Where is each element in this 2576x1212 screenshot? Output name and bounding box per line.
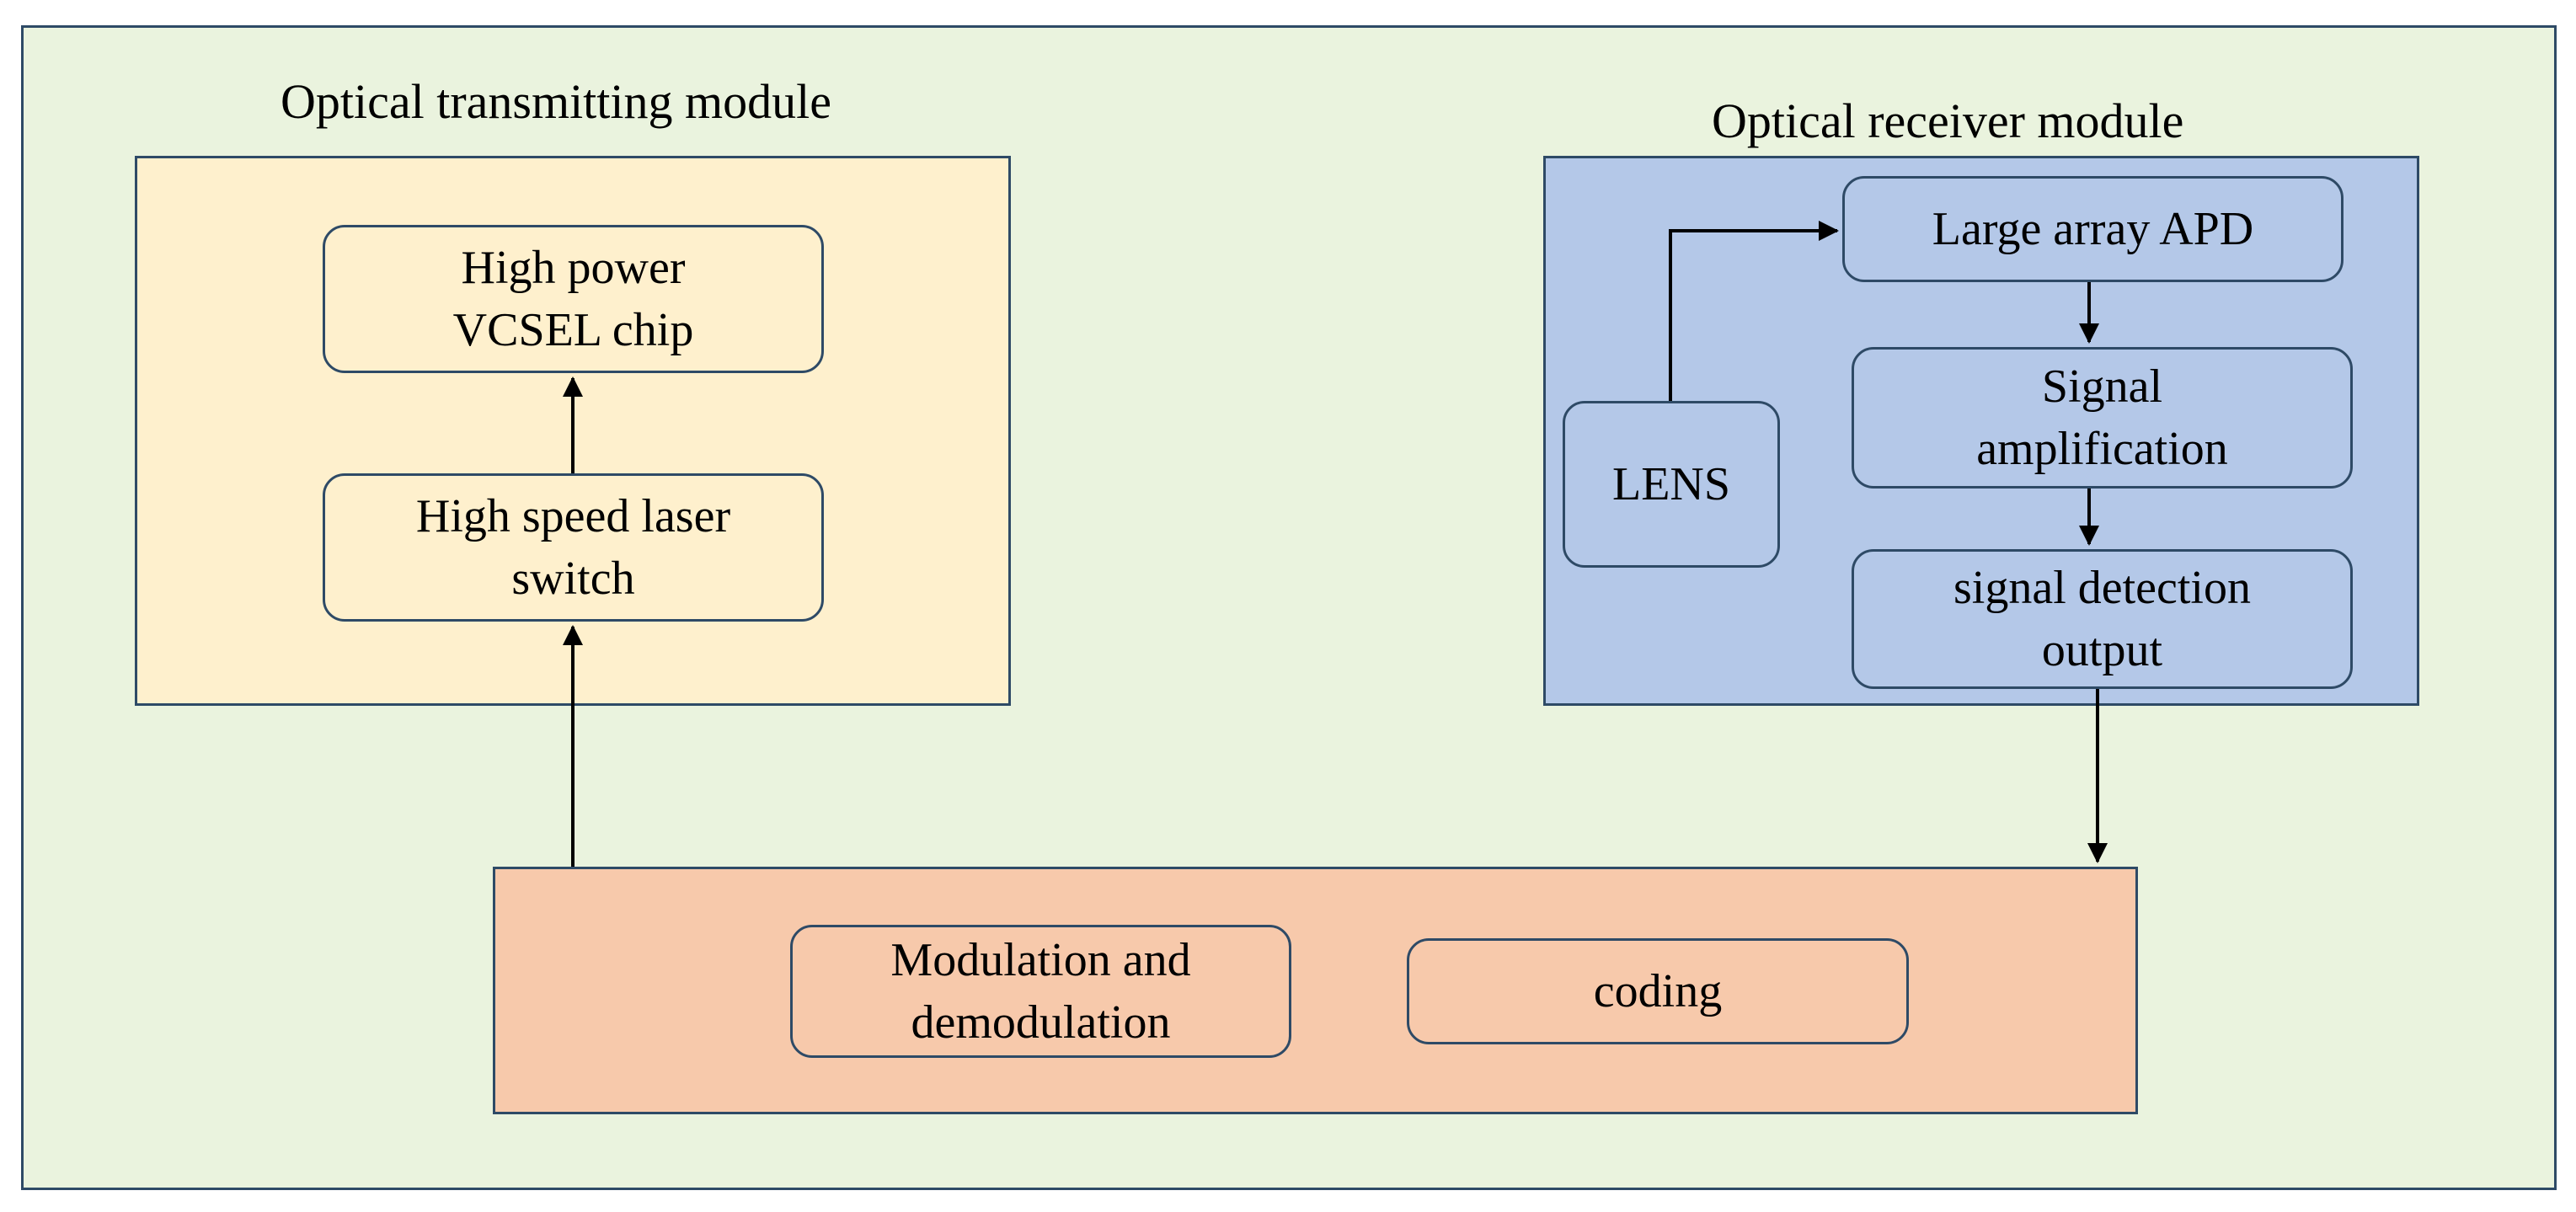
transmitter-title: Optical transmitting module [281, 74, 832, 129]
vcsel-chip-line-2: VCSEL chip [452, 304, 694, 356]
apd-label: Large array APD [1932, 203, 2254, 255]
laser-switch-line-1: High speed laser [415, 490, 731, 542]
receiver-title: Optical receiver module [1712, 93, 2184, 148]
lens-label: LENS [1612, 458, 1730, 510]
signal-amplification-line-2: amplification [1976, 423, 2228, 475]
vcsel-chip-line-1: High power [461, 242, 686, 294]
laser-switch-line-2: switch [511, 553, 635, 605]
lens-block: LENS [1563, 401, 1780, 568]
apd-block: Large array APD [1842, 176, 2344, 282]
modulation-line-2: demodulation [911, 996, 1171, 1049]
signal-amplification-block: Signal amplification [1852, 347, 2353, 489]
vcsel-chip-block: High power VCSEL chip [323, 225, 824, 373]
modulation-line-1: Modulation and [890, 934, 1191, 986]
signal-detection-block: signal detection output [1852, 549, 2353, 689]
laser-switch-block: High speed laser switch [323, 473, 824, 622]
modulation-block: Modulation and demodulation [790, 925, 1291, 1058]
coding-block: coding [1407, 938, 1909, 1044]
signal-detection-line-2: output [2041, 624, 2163, 676]
signal-detection-line-1: signal detection [1953, 562, 2251, 614]
coding-label: coding [1593, 965, 1723, 1017]
processing-module [493, 867, 2138, 1114]
signal-amplification-line-1: Signal [2041, 360, 2163, 413]
